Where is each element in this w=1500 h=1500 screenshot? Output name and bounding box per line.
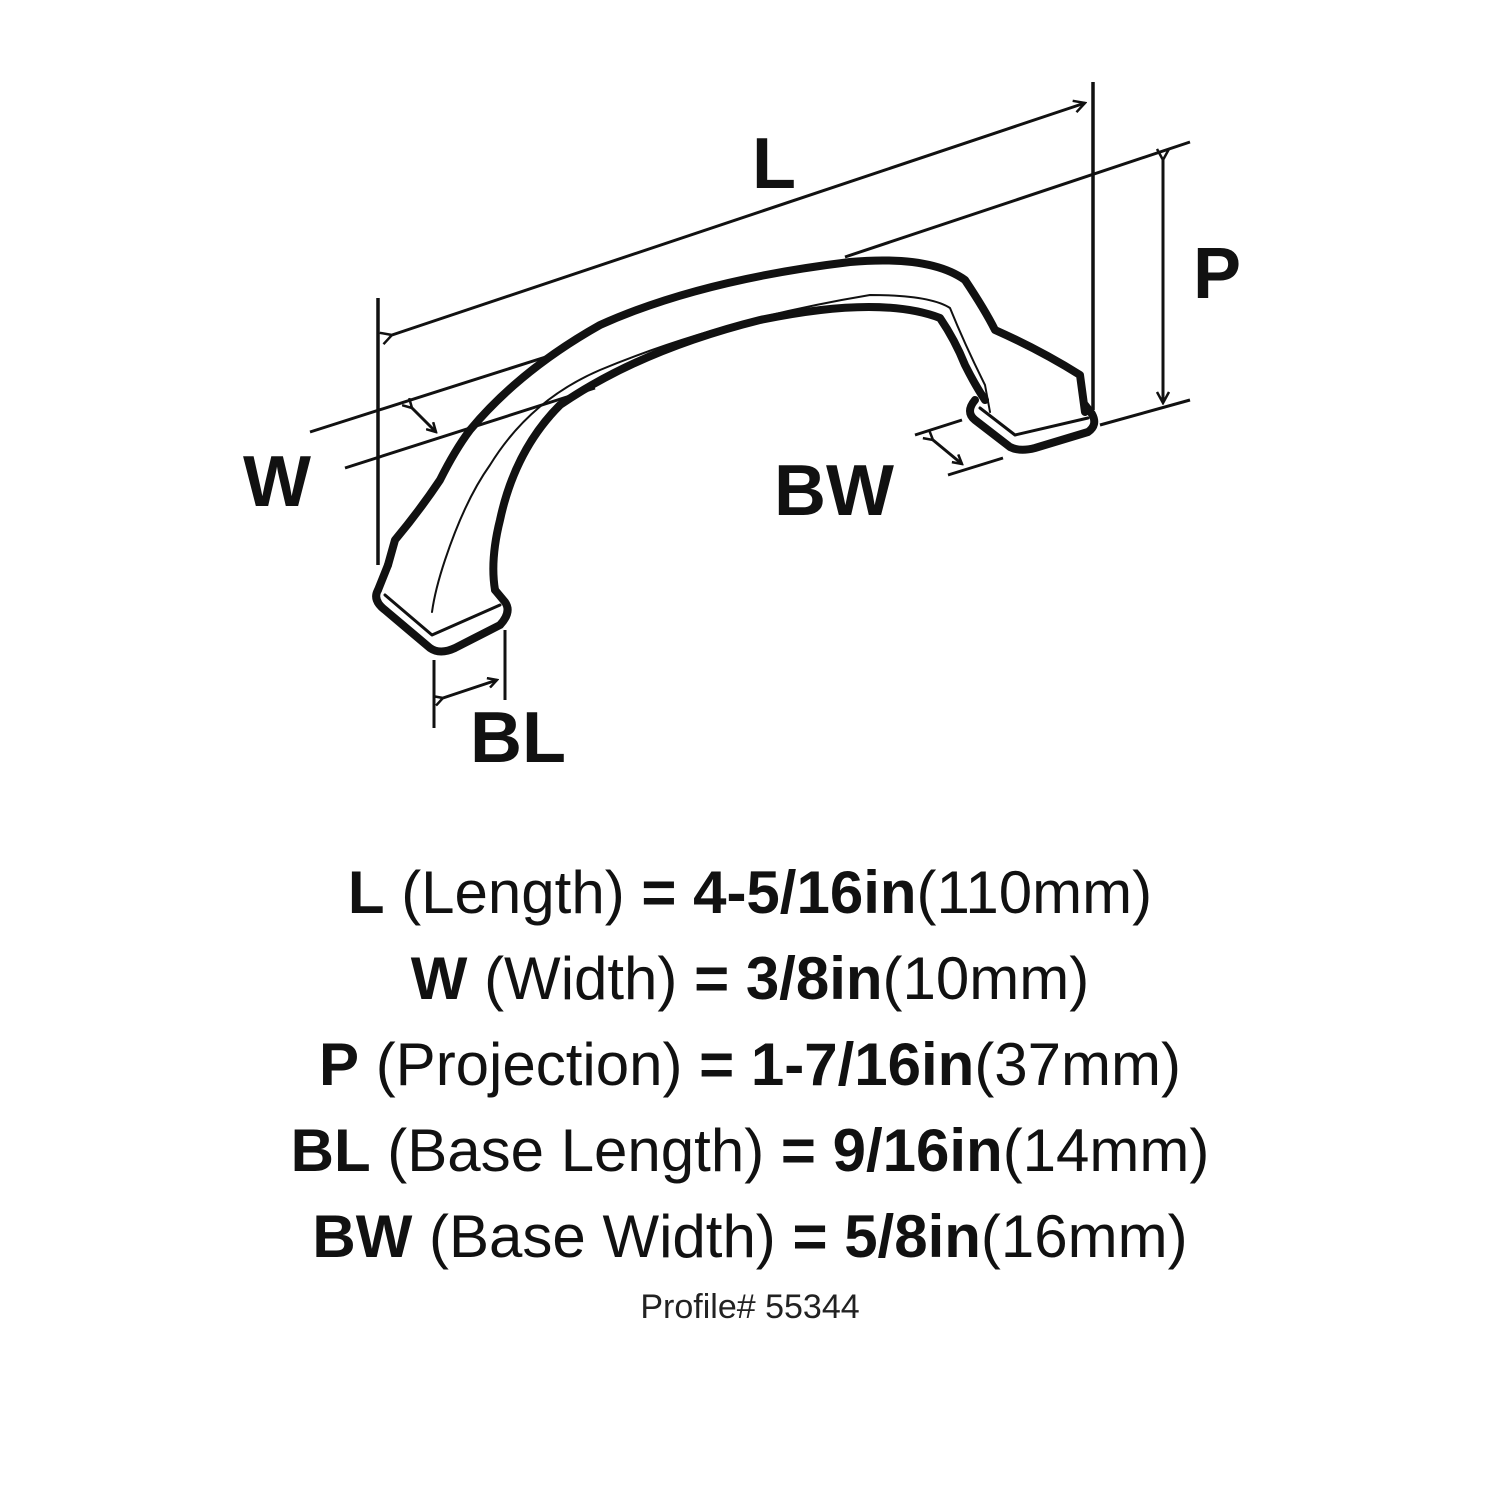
handle-drawing [309,82,1191,728]
handle-outline [372,256,1099,656]
label-w: W [243,442,311,522]
spec-projection: P (Projection) = 1-7/16in(37mm) [319,1031,1181,1098]
label-l: L [752,124,796,204]
spec-width: W (Width) = 3/8in(10mm) [410,945,1090,1012]
specifications-list: L (Length) = 4-5/16in(110mm) W (Width) =… [0,850,1500,1280]
label-bw: BW [774,451,894,531]
label-p: P [1193,234,1242,314]
profile-number: Profile# 55344 [640,1288,860,1326]
dimension-base-width [914,418,1004,477]
dimension-length [376,82,1095,565]
dimension-width [309,353,596,470]
spec-length: L (Length) = 4-5/16in(110mm) [347,859,1153,926]
label-bl: BL [470,698,566,778]
spec-base-length: BL (Base Length) = 9/16in(14mm) [290,1117,1210,1184]
spec-base-width: BW (Base Width) = 5/8in(16mm) [312,1203,1188,1270]
dimension-base-length [432,630,507,728]
dimension-projection [844,140,1191,427]
